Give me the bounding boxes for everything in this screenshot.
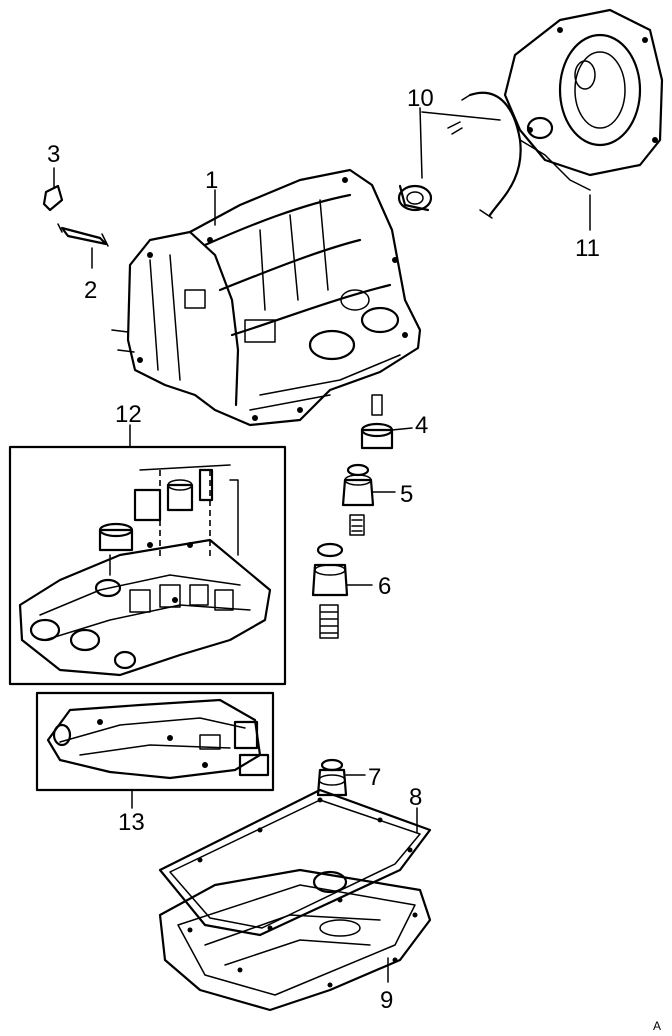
pin-part-2 bbox=[57, 223, 109, 269]
callout-6: 6 bbox=[378, 573, 391, 600]
gasket-part-8 bbox=[158, 788, 432, 937]
transmission-case bbox=[111, 168, 422, 427]
filter-part-7 bbox=[316, 758, 366, 797]
callout-11: 11 bbox=[575, 235, 600, 262]
callout-5: 5 bbox=[400, 481, 413, 508]
callout-13: 13 bbox=[118, 809, 145, 836]
seal-part-10 bbox=[397, 107, 501, 212]
callout-1: 1 bbox=[205, 167, 218, 194]
callout-9: 9 bbox=[380, 987, 393, 1014]
valve-body-box bbox=[8, 445, 287, 686]
callout-2: 2 bbox=[84, 277, 97, 304]
converter-housing-part-11 bbox=[447, 8, 664, 231]
valve-body-part-12 bbox=[18, 464, 272, 677]
oil-pan-part-9 bbox=[158, 868, 432, 1012]
corner-mark: A bbox=[653, 1019, 661, 1033]
callout-7: 7 bbox=[368, 764, 381, 791]
piston-part-5 bbox=[341, 463, 396, 536]
linkage-part-3 bbox=[42, 167, 64, 212]
plug-part-4 bbox=[360, 394, 413, 450]
callout-4: 4 bbox=[415, 412, 428, 439]
filter-box bbox=[35, 691, 275, 792]
piston-part-6 bbox=[311, 542, 373, 639]
filter-part-13 bbox=[46, 698, 270, 780]
callout-8: 8 bbox=[409, 784, 422, 811]
callout-3: 3 bbox=[47, 141, 60, 168]
callout-12: 12 bbox=[115, 401, 142, 428]
callout-10: 10 bbox=[407, 85, 434, 112]
